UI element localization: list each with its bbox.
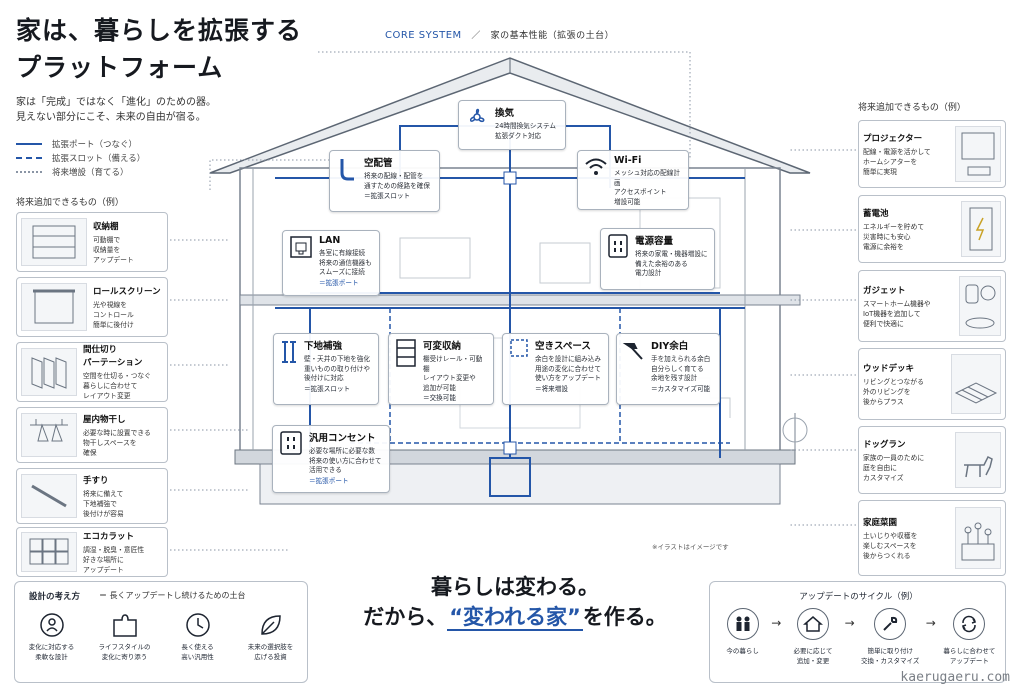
right-card-projector: プロジェクター配線・電源を活かしてホームシアターを簡単に実現 xyxy=(858,120,1006,188)
card-reinforcement: 下地補強壁・天井の下地を強化重いものの取り付けや後付けに対応＝拡張スロット xyxy=(273,333,379,405)
right-card-dog-run: ドッグラン家族の一員のために庭を自由にカスタマイズ xyxy=(858,426,1006,494)
right-section-heading: 将来追加できるもの（例） xyxy=(858,103,966,113)
tagline-line-1: 暮らしは変わる。 xyxy=(431,575,599,599)
lan-port-icon xyxy=(288,235,314,291)
legend-item-port: 拡張ポート（つなぐ） xyxy=(16,137,145,151)
dashed-line-swatch xyxy=(16,157,42,159)
projector-icon xyxy=(955,126,1001,182)
title-line-1: 家は、暮らしを拡張する xyxy=(16,16,303,45)
tagline-line-2: だから、“変われる家”を作る。 xyxy=(363,605,667,631)
storage-shelf-icon xyxy=(394,338,418,400)
cycle-step-install: 簡単に取り付け交換・カスタマイズ xyxy=(855,608,926,666)
cycle-step-update: 暮らしに合わせてアップデート xyxy=(936,608,1003,666)
design-item-lifestyle: ライフスタイルの変化に寄り添う xyxy=(90,608,160,662)
roll-screen-icon xyxy=(21,283,87,331)
people-arrows-icon xyxy=(17,608,87,642)
lead-line-1: 家は「完成」ではなく「進化」のための器。 xyxy=(16,97,216,108)
pipe-icon xyxy=(335,155,359,207)
left-card-ecocarat: エコカラット調湿・脱臭・意匠性好きな場所にアップデート xyxy=(16,527,168,577)
right-card-wood-deck: ウッドデッキリビングとつながる外のリビングを後からプラス xyxy=(858,348,1006,420)
outlet-icon xyxy=(606,233,630,285)
design-item-investment: 未来の選択肢を広げる投資 xyxy=(236,608,306,662)
cycle-heading: アップデートのサイクル（例） xyxy=(799,592,918,602)
design-item-versatility: 長く使える高い汎用性 xyxy=(163,608,233,662)
tile-icon xyxy=(21,532,77,572)
battery-icon xyxy=(961,201,1001,257)
left-section-heading: 将来追加できるもの（例） xyxy=(16,198,124,208)
illustration-note: ※イラストはイメージです xyxy=(652,543,729,551)
card-flexible-storage: 可変収納棚受けレール・可動棚レイアウト変更や追加が可能＝交換可能 xyxy=(388,333,494,405)
family-icon xyxy=(726,608,759,640)
legend: 拡張ポート（つなぐ） 拡張スロット（備える） 将来増設（育てる） xyxy=(16,137,145,179)
left-card-shelf: 収納棚可動棚で収納量をアップデート xyxy=(16,212,168,272)
left-card-roll-screen: ロールスクリーン光や視線をコントロール簡単に後付け xyxy=(16,277,168,337)
design-item-flexible: 変化に対応する柔軟な設計 xyxy=(17,608,87,662)
cycle-step-now: 今の暮らし xyxy=(714,608,771,656)
cycle-step-add: 必要に応じて追加・変更 xyxy=(781,608,844,666)
left-card-handrail: 手すり将来に備えて下地補強で後付けが容易 xyxy=(16,468,168,524)
arrow-icon: → xyxy=(925,616,936,630)
tagline-highlight: “変われる家” xyxy=(447,605,583,631)
watermark: kaerugaeru.com xyxy=(900,670,1010,685)
solid-line-swatch xyxy=(16,143,42,145)
update-cycle-panel: アップデートのサイクル（例） 今の暮らし → 必要に応じて追加・変更 → 簡単に… xyxy=(709,581,1006,683)
smart-device-icon xyxy=(959,276,1001,336)
left-card-indoor-drying: 屋内物干し必要な時に設置できる物干しスペースを確保 xyxy=(16,407,168,463)
dog-icon xyxy=(955,432,1001,488)
leaf-icon xyxy=(236,608,306,642)
lead-line-2: 見えない部分にこそ、未来の自由が宿る。 xyxy=(16,112,206,123)
right-card-battery: 蓄電池エネルギーを貯めて災害時にも安心電源に余裕を xyxy=(858,195,1006,263)
left-card-partition: 間仕切りパーテーション空間を仕切る・つなぐ暮らしに合わせてレイアウト変更 xyxy=(16,342,168,402)
core-system-heading: CORE SYSTEM ／ 家の基本性能（拡張の土台） xyxy=(385,30,615,41)
tagline: 暮らしは変わる。 だから、“変われる家”を作る。 xyxy=(330,572,700,632)
house-plus-icon xyxy=(796,608,829,640)
arrow-icon: → xyxy=(771,616,782,630)
arrow-icon: → xyxy=(844,616,855,630)
clothes-rack-icon xyxy=(21,413,77,457)
right-card-garden: 家庭菜園土いじりや収穫を楽しむスペースを後からつくれる xyxy=(858,500,1006,576)
main-title: 家は、暮らしを拡張する プラットフォーム xyxy=(16,12,302,86)
wifi-icon xyxy=(583,155,609,205)
wrench-icon xyxy=(874,608,907,640)
partition-icon xyxy=(21,348,77,396)
handrail-icon xyxy=(21,474,77,518)
puzzle-icon xyxy=(90,608,160,642)
shelf-icon xyxy=(21,218,87,266)
hammer-icon xyxy=(622,338,646,400)
title-line-2: プラットフォーム xyxy=(16,53,224,82)
card-diy-margin: DIY余白手を加えられる余白自分らしく育てる余地を残す設計＝カスタマイズ可能 xyxy=(616,333,720,405)
clock-icon xyxy=(163,608,233,642)
dotted-line-swatch xyxy=(16,171,42,173)
design-philosophy-panel: 設計の考え方 ＝ 長くアップデートし続けるための土台 変化に対応する柔軟な設計 … xyxy=(14,581,308,683)
refresh-icon xyxy=(953,608,986,640)
design-equation: ＝ 長くアップデートし続けるための土台 xyxy=(99,591,246,600)
card-open-space: 空きスペース余白を設計に組み込み用途の変化に合わせて使い方をアップデート＝将来増… xyxy=(502,333,609,405)
lead-text: 家は「完成」ではなく「進化」のための器。 見えない部分にこそ、未来の自由が宿る。 xyxy=(16,95,216,125)
card-empty-conduit: 空配管将来の配線・配管を通すための経路を確保＝拡張スロット xyxy=(329,150,440,212)
design-label: 設計の考え方 xyxy=(29,592,81,602)
legend-item-slot: 拡張スロット（備える） xyxy=(16,151,145,165)
planter-icon xyxy=(955,507,1001,569)
dashed-square-icon xyxy=(508,338,530,400)
card-general-outlet: 汎用コンセント必要な場所に必要な数将来の使い方に合わせて活用できる＝拡張ポート xyxy=(272,425,390,493)
stud-icon xyxy=(279,338,299,400)
wall-outlet-icon xyxy=(278,430,304,488)
card-power-capacity: 電源容量将来の家電・機器増設に備えた余裕のある電力設計 xyxy=(600,228,715,290)
fan-icon xyxy=(464,105,490,145)
legend-item-future: 将来増設（育てる） xyxy=(16,165,145,179)
deck-icon xyxy=(951,354,1001,414)
